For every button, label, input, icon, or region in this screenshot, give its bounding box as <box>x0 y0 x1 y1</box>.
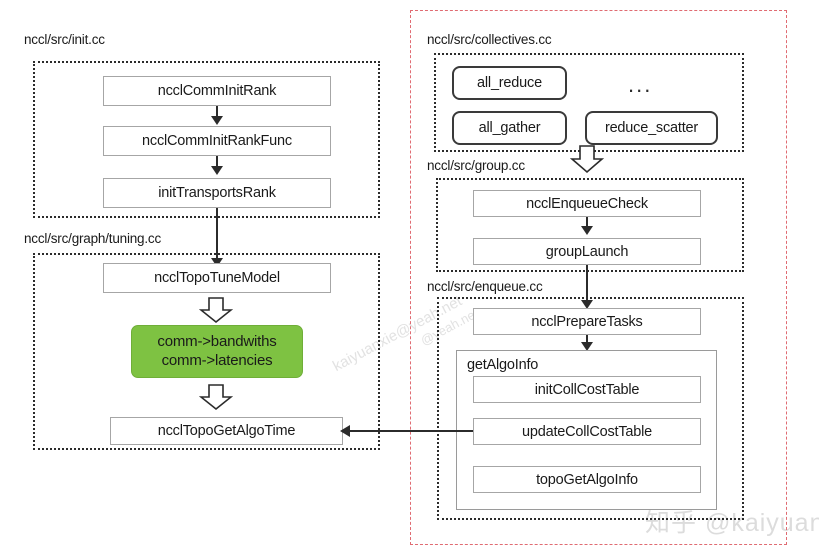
arrowhead-init-1 <box>211 116 223 125</box>
node-all-reduce[interactable]: all_reduce <box>452 66 567 100</box>
arrowhead-enqueue-1 <box>581 342 593 351</box>
group-box-init <box>33 61 380 218</box>
node-comm-bandwidths-latencies[interactable]: comm->bandwiths comm->latencies <box>131 325 303 378</box>
connector-group-to-enqueue <box>586 265 588 307</box>
arrowhead-group-1 <box>581 226 593 235</box>
node-nccl-comm-init-rank[interactable]: ncclCommInitRank <box>103 76 331 106</box>
label-get-algo-info: getAlgoInfo <box>467 357 539 373</box>
node-init-transports-rank[interactable]: initTransportsRank <box>103 178 331 208</box>
connector-update-to-topo-get-algo-time <box>348 430 473 432</box>
node-nccl-topo-tune-model[interactable]: ncclTopoTuneModel <box>103 263 331 293</box>
red-dashed-container <box>410 10 787 545</box>
arrowhead-group-to-enqueue <box>581 300 593 309</box>
connector-init-1 <box>216 106 218 123</box>
group-label-group: nccl/src/group.cc <box>427 158 525 173</box>
node-nccl-topo-get-algo-time[interactable]: ncclTopoGetAlgoTime <box>110 417 343 445</box>
node-topo-get-algo-info[interactable]: topoGetAlgoInfo <box>473 466 701 493</box>
node-all-gather[interactable]: all_gather <box>452 111 567 145</box>
collectives-ellipsis: ... <box>628 72 653 97</box>
connector-init-to-tuning <box>216 208 218 264</box>
node-group-launch[interactable]: groupLaunch <box>473 238 701 265</box>
group-label-tuning: nccl/src/graph/tuning.cc <box>24 231 162 246</box>
node-update-coll-cost-table[interactable]: updateCollCostTable <box>473 418 701 445</box>
group-label-init: nccl/src/init.cc <box>24 32 105 47</box>
arrowhead-cross-left <box>340 425 350 437</box>
connector-enqueue-1 <box>586 335 588 347</box>
group-label-collectives: nccl/src/collectives.cc <box>427 32 552 47</box>
group-label-enqueue: nccl/src/enqueue.cc <box>427 279 543 294</box>
arrowhead-init-to-tuning <box>211 258 223 267</box>
node-nccl-comm-init-rank-func[interactable]: ncclCommInitRankFunc <box>103 126 331 156</box>
arrowhead-init-2 <box>211 166 223 175</box>
group-box-enqueue <box>437 297 744 520</box>
connector-group-1 <box>586 217 588 232</box>
connector-init-2 <box>216 156 218 173</box>
node-init-coll-cost-table[interactable]: initCollCostTable <box>473 376 701 403</box>
node-nccl-enqueue-check[interactable]: ncclEnqueueCheck <box>473 190 701 217</box>
block-arrow-down-1 <box>198 297 234 329</box>
group-box-group <box>436 178 744 272</box>
node-nccl-prepare-tasks[interactable]: ncclPrepareTasks <box>473 308 701 335</box>
block-arrow-down-2 <box>198 384 234 416</box>
block-arrow-down-3 <box>569 145 605 179</box>
node-reduce-scatter[interactable]: reduce_scatter <box>585 111 718 145</box>
group-box-tuning <box>33 253 380 450</box>
